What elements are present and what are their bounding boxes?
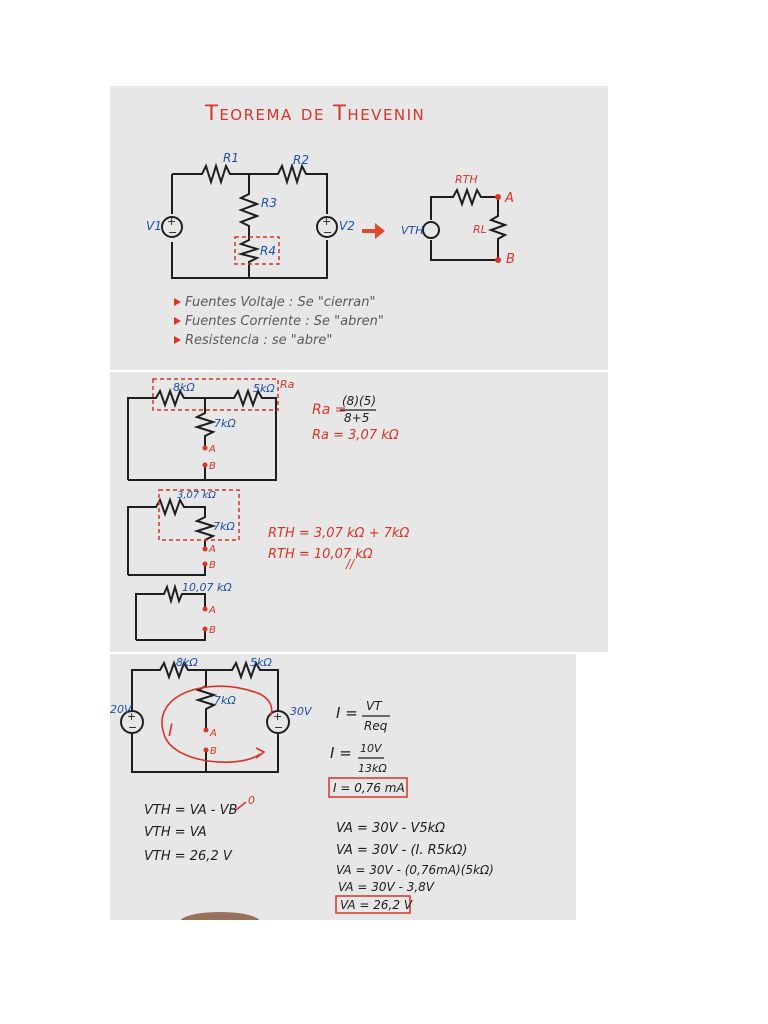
bullet-icon bbox=[174, 317, 181, 325]
label-vth: VTH bbox=[401, 224, 424, 237]
arrow-right-icon bbox=[362, 223, 385, 239]
svg-text:+: + bbox=[167, 215, 176, 228]
label-10-07k: 10,07 kΩ bbox=[182, 581, 232, 594]
eq-i-lhs: I = bbox=[336, 704, 358, 722]
circuit-thevenin-equivalent bbox=[422, 187, 508, 261]
label-terminal-a: A bbox=[208, 444, 216, 455]
eq-va-result: VA = 26,2 V bbox=[340, 898, 413, 912]
rule-resistance: Resistencia : se "abre" bbox=[185, 333, 332, 348]
eq-vth-3: VTH = 26,2 V bbox=[144, 849, 233, 864]
label-terminal-a: A bbox=[504, 191, 514, 206]
circuit-reduced-2 bbox=[127, 497, 217, 576]
r4-highlight-box bbox=[234, 236, 280, 265]
eq-vth-1: VTH = VA - VB bbox=[144, 803, 238, 818]
finger-blur bbox=[180, 912, 260, 920]
label-terminal-b: B bbox=[506, 252, 515, 267]
label-r2: R2 bbox=[293, 153, 309, 167]
label-20v: 20V bbox=[110, 703, 133, 716]
voltage-source-30v bbox=[266, 710, 290, 734]
svg-text:−: − bbox=[128, 721, 137, 734]
eq-i-denominator: Req bbox=[364, 719, 388, 733]
label-30v: 30V bbox=[290, 705, 313, 718]
eq-i2-denominator: 13kΩ bbox=[358, 762, 387, 775]
label-7k: 7kΩ bbox=[213, 520, 235, 533]
label-r4: R4 bbox=[260, 244, 276, 258]
eq-vth-2: VTH = VA bbox=[144, 825, 207, 840]
circuit-reduced-1 bbox=[127, 388, 277, 481]
label-ra: Ra bbox=[280, 378, 295, 391]
eq-ra-denominator: 8+5 bbox=[344, 411, 369, 425]
label-3-07k: 3,07 kΩ bbox=[177, 490, 216, 501]
parallel-highlight-box bbox=[152, 378, 279, 411]
result-box-current bbox=[328, 777, 408, 798]
label-rth: RTH bbox=[455, 173, 478, 186]
voltage-source-20v bbox=[120, 710, 144, 734]
eq-va-3: VA = 30V - (0,76mA)(5kΩ) bbox=[336, 863, 494, 877]
series-highlight-box bbox=[158, 489, 240, 541]
label-terminal-b: B bbox=[209, 560, 216, 571]
label-v1: V1 bbox=[146, 219, 162, 233]
label-terminal-b: B bbox=[209, 625, 216, 636]
arrow-head-icon bbox=[255, 747, 266, 759]
eq-ra-numerator: (8)(5) bbox=[342, 394, 376, 408]
eq-rth-underline-mark: // bbox=[345, 557, 356, 571]
eq-i-numerator: VT bbox=[366, 699, 383, 713]
label-terminal-a: A bbox=[209, 728, 217, 739]
eq-ra-result: Ra = 3,07 kΩ bbox=[312, 428, 399, 443]
label-8k: 8kΩ bbox=[176, 656, 198, 669]
bullet-icon bbox=[174, 298, 181, 306]
label-r1: R1 bbox=[223, 151, 239, 165]
rth-drawing: 8kΩ 5kΩ Ra 7kΩ A B Ra = (8)(5) 8+5 Ra = … bbox=[127, 378, 409, 641]
label-terminal-b: B bbox=[210, 746, 217, 757]
svg-text:+: + bbox=[127, 710, 136, 723]
vb-zero-note: 0 bbox=[248, 794, 255, 807]
panel-thevenin-intro: Teorema de Thevenin +− +− R1 R2 R3 R4 V1… bbox=[110, 86, 608, 370]
svg-text:+: + bbox=[322, 215, 331, 228]
result-box-va bbox=[335, 895, 411, 914]
eq-i2-numerator: 10V bbox=[360, 742, 383, 755]
circuit-original bbox=[161, 162, 338, 279]
eq-i-result: I = 0,76 mA bbox=[333, 781, 405, 795]
eq-va-1: VA = 30V - V5kΩ bbox=[336, 821, 445, 836]
page-title: Teorema de Thevenin bbox=[204, 101, 425, 125]
rule-current-sources: Fuentes Corriente : Se "abren" bbox=[185, 314, 384, 329]
label-v2: V2 bbox=[339, 219, 355, 233]
panel-rth-calculation: 8kΩ 5kΩ Ra 7kΩ A B Ra = (8)(5) 8+5 Ra = … bbox=[110, 372, 608, 652]
label-terminal-b: B bbox=[209, 461, 216, 472]
label-5k: 5kΩ bbox=[253, 382, 275, 395]
label-7k: 7kΩ bbox=[214, 694, 236, 707]
eq-rth-result: RTH = 10,07 kΩ bbox=[268, 547, 373, 562]
rule-voltage-sources: Fuentes Voltaje : Se "cierran" bbox=[185, 295, 375, 310]
svg-text:−: − bbox=[274, 721, 283, 734]
panel-vth-calculation: +− +− 8kΩ 5kΩ 7kΩ 20V 30V I A B I = VT R… bbox=[110, 654, 576, 920]
svg-text:−: − bbox=[323, 226, 332, 239]
voltage-source-v2 bbox=[316, 216, 338, 238]
bullet-icon bbox=[174, 336, 181, 344]
circuit-loop bbox=[120, 660, 290, 773]
label-terminal-a: A bbox=[208, 544, 216, 555]
vth-drawing: +− +− 8kΩ 5kΩ 7kΩ 20V 30V I A B I = VT R… bbox=[110, 656, 494, 920]
label-r3: R3 bbox=[261, 196, 277, 210]
voltage-source-vth bbox=[422, 221, 440, 239]
label-current-i: I bbox=[168, 721, 173, 741]
circuit-reduced-3 bbox=[135, 583, 206, 641]
label-8k: 8kΩ bbox=[173, 381, 195, 394]
eq-rth-sum: RTH = 3,07 kΩ + 7kΩ bbox=[268, 526, 409, 541]
eq-i2-lhs: I = bbox=[330, 744, 352, 762]
eq-va-2: VA = 30V - (I. R5kΩ) bbox=[336, 843, 467, 858]
current-loop-arrow bbox=[161, 685, 273, 735]
svg-text:−: − bbox=[168, 226, 177, 239]
label-rl: RL bbox=[473, 223, 487, 236]
label-7k: 7kΩ bbox=[214, 417, 236, 430]
eq-va-4: VA = 30V - 3,8V bbox=[338, 880, 435, 894]
eq-ra-lhs: Ra = bbox=[312, 402, 347, 418]
svg-text:+: + bbox=[273, 710, 282, 723]
intro-drawing: Teorema de Thevenin +− +− R1 R2 R3 R4 V1… bbox=[146, 101, 515, 348]
label-terminal-a: A bbox=[208, 605, 216, 616]
label-5k: 5kΩ bbox=[250, 656, 272, 669]
voltage-source-v1 bbox=[161, 216, 183, 238]
